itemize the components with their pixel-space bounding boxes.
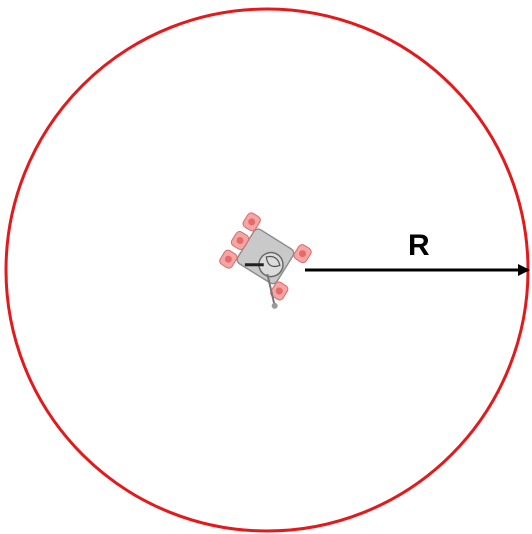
robot-arm-tip [271,302,278,309]
robot-wheel-hub [275,287,283,295]
radius-label: R [408,229,430,262]
robot-wheel-hub [224,255,232,263]
robot-wheel-hub [299,250,307,258]
robot-turret-detail [265,255,281,268]
robot-icon [219,212,312,309]
robot-arm [266,273,276,305]
robot-wheel-hub [236,237,244,245]
robot-boom [244,263,264,267]
robot-wheel-hub [248,218,256,226]
